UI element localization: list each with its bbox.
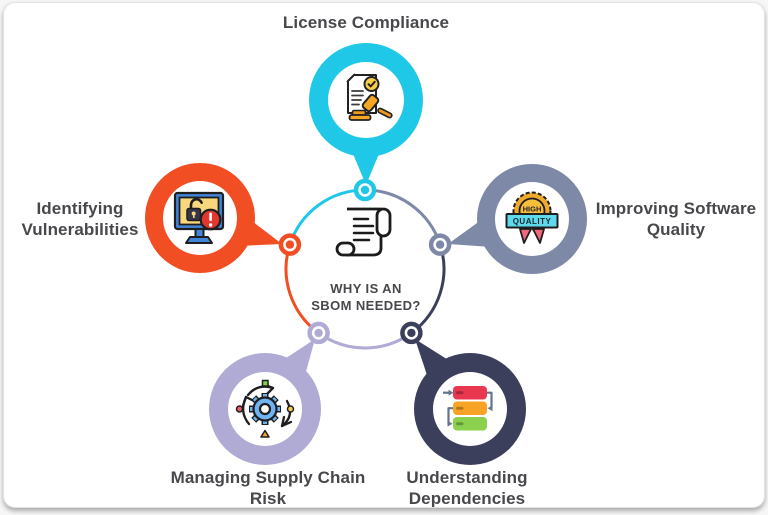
ring-arc-bottom <box>317 331 413 350</box>
bubble-license-compliance <box>309 43 423 185</box>
document-gavel-icon <box>346 73 393 121</box>
sbom-diagram: HIGH QUALITY <box>145 43 587 465</box>
ring-arc-bottomleft-left <box>284 243 321 335</box>
bubble-managing-supply-chain-risk <box>209 339 321 465</box>
label-line: Identifying <box>36 199 124 218</box>
label-line: SBOM NEEDED? <box>311 298 421 313</box>
bubble-understanding-dependencies <box>414 339 526 465</box>
ring-nodes <box>278 178 452 345</box>
bubble-tail <box>280 339 315 379</box>
ring-node-identifying-vulnerabilities <box>278 233 302 256</box>
ring-node-understanding-dependencies <box>400 321 423 345</box>
label-line: WHY IS AN <box>330 281 402 296</box>
label-line: Risk <box>249 489 287 508</box>
label-managing-supply-chain-risk: Managing Supply Chain Risk <box>146 467 390 508</box>
bubble-tail <box>239 218 282 246</box>
label-line: Vulnerabilities <box>21 220 139 239</box>
ring-arc-top-right <box>363 188 442 247</box>
ring-node-license-compliance <box>353 178 377 202</box>
infographic-card: HIGH QUALITY <box>3 2 765 508</box>
center-ring <box>284 188 446 350</box>
label-line: Quality <box>646 220 706 239</box>
label-line: Managing Supply Chain <box>170 468 366 487</box>
label-understanding-dependencies: Understanding Dependencies <box>355 467 579 508</box>
label-license-compliance: License Compliance <box>246 12 486 33</box>
badge-text-high: HIGH <box>523 205 542 214</box>
center-question-label: WHY IS AN SBOM NEEDED? <box>280 280 452 314</box>
label-line: Understanding <box>406 468 528 487</box>
ring-arc-left-top <box>288 188 367 247</box>
label-line: Dependencies <box>408 489 526 508</box>
bubble-tail <box>448 218 492 247</box>
monitor-lock-icon <box>173 191 225 244</box>
bubble-tail <box>415 339 453 381</box>
badge-text-quality: QUALITY <box>513 217 552 226</box>
bubble-identifying-vulnerabilities <box>145 163 282 273</box>
gear-cycle-icon <box>235 379 295 438</box>
label-line: Improving Software <box>595 199 757 218</box>
bubble-tail <box>351 149 381 185</box>
label-improving-software-quality: Improving Software Quality <box>576 198 764 240</box>
bubble-improving-software-quality: HIGH QUALITY <box>448 164 587 274</box>
ring-node-improving-software-quality <box>428 233 452 256</box>
scroll-icon <box>335 207 392 257</box>
label-line: License Compliance <box>282 13 450 32</box>
dependency-flowchart-icon <box>443 386 493 431</box>
ring-node-managing-supply-chain-risk <box>307 321 330 345</box>
high-quality-badge-icon: HIGH QUALITY <box>505 191 559 244</box>
label-identifying-vulnerabilities: Identifying Vulnerabilities <box>10 198 150 240</box>
ring-arc-right-bottomright <box>409 243 446 335</box>
